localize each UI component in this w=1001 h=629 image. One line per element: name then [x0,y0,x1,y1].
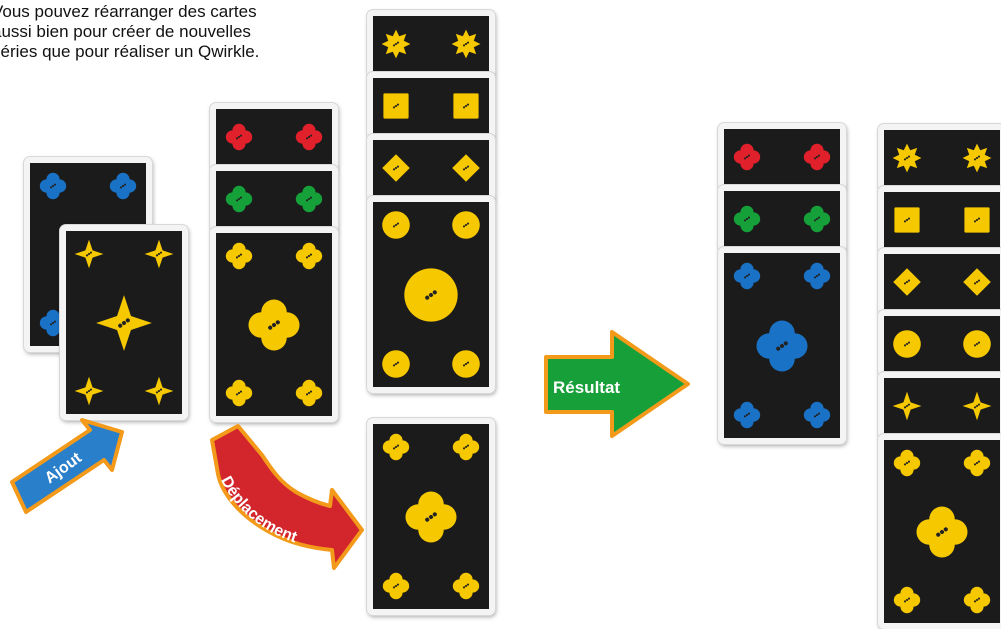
move-arrow: Déplacement [212,426,362,568]
result-arrow-label: Résultat [553,378,620,397]
result-arrow: Résultat [546,332,688,436]
add-arrow: Ajout [12,420,122,512]
